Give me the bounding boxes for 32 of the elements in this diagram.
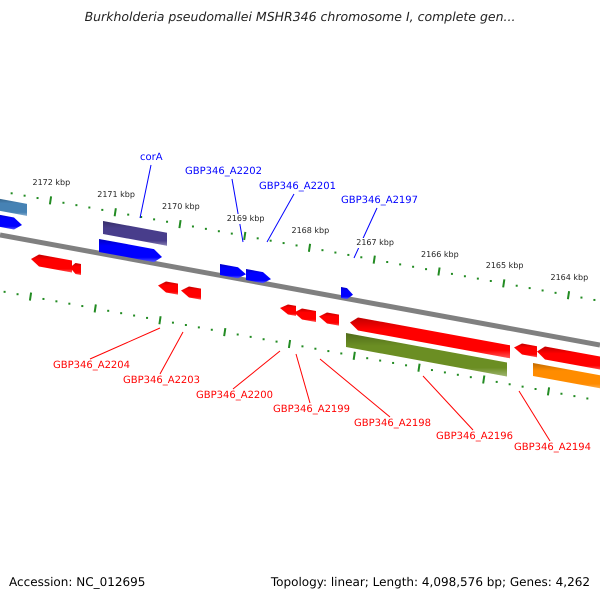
scale-label: 2165 kbp: [486, 261, 524, 272]
gene-label: GBP346_A2198: [354, 417, 432, 431]
gene-label: corA: [140, 151, 163, 165]
gene-label: GBP346_A2202: [185, 165, 262, 179]
leader-line: [90, 328, 160, 360]
gene-label: GBP346_A2194: [514, 441, 592, 455]
leader-line: [422, 376, 474, 430]
gene-label: GBP346_A2199: [273, 403, 350, 417]
gene-label: GBP346_A2196: [436, 430, 514, 444]
scale-label: 2168 kbp: [292, 226, 330, 236]
scale-label: 2167 kbp: [356, 238, 394, 248]
leader-line: [518, 390, 550, 442]
scale-label: 2169 kbp: [226, 214, 264, 224]
gene-label: GBP346_A2203: [123, 374, 200, 388]
scale-label: 2172 kbp: [32, 178, 70, 188]
leader-line: [232, 350, 280, 390]
accession-text: Accession: NC_012695: [9, 575, 146, 589]
title: Burkholderia pseudomallei MSHR346 chromosome I, complete gen...: [84, 10, 516, 24]
gene-label: GBP346_A2200: [196, 389, 274, 403]
leader-line: [140, 164, 152, 218]
genome-info-text: Topology: linear; Length: 4,098,576 bp; Genes: 4,262: [270, 575, 590, 589]
scale-label: 2166 kbp: [421, 250, 459, 260]
leader-line: [266, 194, 294, 242]
gene-label: GBP346_A2201: [259, 180, 336, 194]
scale-label: 2171 kbp: [97, 190, 135, 200]
scale-label: 2170 kbp: [162, 202, 200, 212]
leader-line: [320, 358, 390, 418]
leader-line: [160, 332, 184, 374]
gene-label: GBP346_A2204: [53, 359, 130, 373]
leader-line: [296, 354, 310, 404]
gene-label: GBP346_A2197: [341, 194, 418, 208]
scale-label: 2164 kbp: [550, 273, 588, 284]
